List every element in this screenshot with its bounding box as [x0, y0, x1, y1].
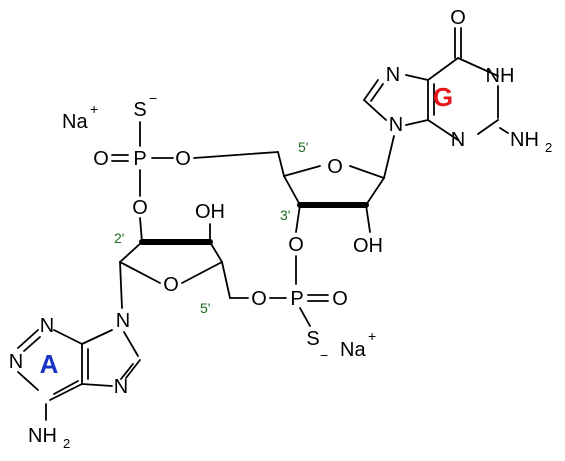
lower-phosphorus: P — [290, 288, 303, 310]
guanine-n3: N — [451, 129, 465, 151]
adenine-n3: N — [40, 315, 54, 337]
guanine-n1-h: NH — [486, 65, 515, 87]
lower-phosphate-double-oxygen: O — [332, 288, 348, 310]
upper-phosphate-double-oxygen: O — [93, 148, 109, 170]
guanine-n9: N — [389, 114, 403, 136]
sodium-lower: Na + — [340, 328, 376, 361]
guanine-amino-group: NH 2 — [510, 129, 552, 155]
guanine-amino-subscript: 2 — [545, 140, 552, 155]
ribose-upper-5-prime: 5' — [298, 139, 308, 155]
lower-sulfur-charge: − — [320, 347, 328, 363]
guanine-carbonyl-oxygen: O — [450, 7, 466, 29]
upper-phosphorus: P — [133, 148, 146, 170]
ribose-lower-2-prime: 2' — [114, 230, 124, 246]
adenine-n7: N — [114, 376, 128, 398]
adenine-amino-group: NH 2 — [28, 425, 70, 451]
guanine-label: G — [433, 82, 453, 112]
sodium-lower-label: Na — [340, 339, 366, 361]
lower-phosphate-bridge-oxygen: O — [251, 288, 267, 310]
ribose-lower-atoms: OH O 2' 5' — [114, 201, 225, 316]
ribose-lower-ring-oxygen: O — [163, 274, 179, 296]
ribose-lower-5-prime: 5' — [200, 300, 210, 316]
upper-phosphate-ester-oxygen: O — [132, 197, 148, 219]
adenine-n9: N — [116, 310, 130, 332]
adenine-atoms: N N N N NH 2 A — [9, 310, 130, 451]
ribose-upper-atoms: O OH O 5' 3' — [280, 139, 383, 257]
guanine-atoms: O NH N N N NH 2 G — [386, 7, 552, 155]
sodium-lower-charge: + — [368, 328, 376, 344]
adenine-label: A — [40, 349, 59, 379]
bond-lines — [17, 27, 509, 421]
adenine-amino-subscript: 2 — [63, 436, 70, 451]
ribose-upper-ring-oxygen: O — [327, 156, 343, 178]
lower-sulfur: S — [306, 328, 319, 350]
guanine-n7: N — [386, 64, 400, 86]
ribose-lower-hydroxyl: OH — [195, 201, 225, 223]
ribose-upper-3-oxygen: O — [288, 234, 304, 256]
adenine-n1: N — [9, 351, 23, 373]
lower-phosphate: O P O S − — [251, 288, 348, 363]
upper-phosphate: O P O S − O — [93, 90, 191, 219]
sodium-upper-charge: + — [90, 101, 98, 117]
upper-phosphate-bridge-oxygen: O — [175, 148, 191, 170]
sodium-upper: Na + — [62, 101, 98, 133]
ribose-upper-hydroxyl: OH — [353, 235, 383, 257]
sodium-upper-label: Na — [62, 111, 88, 133]
ribose-upper-3-prime: 3' — [280, 207, 290, 223]
adenine-amino-label: NH — [28, 425, 57, 447]
guanine-amino-label: NH — [510, 129, 539, 151]
upper-sulfur: S — [133, 99, 146, 121]
upper-sulfur-charge: − — [149, 90, 157, 106]
